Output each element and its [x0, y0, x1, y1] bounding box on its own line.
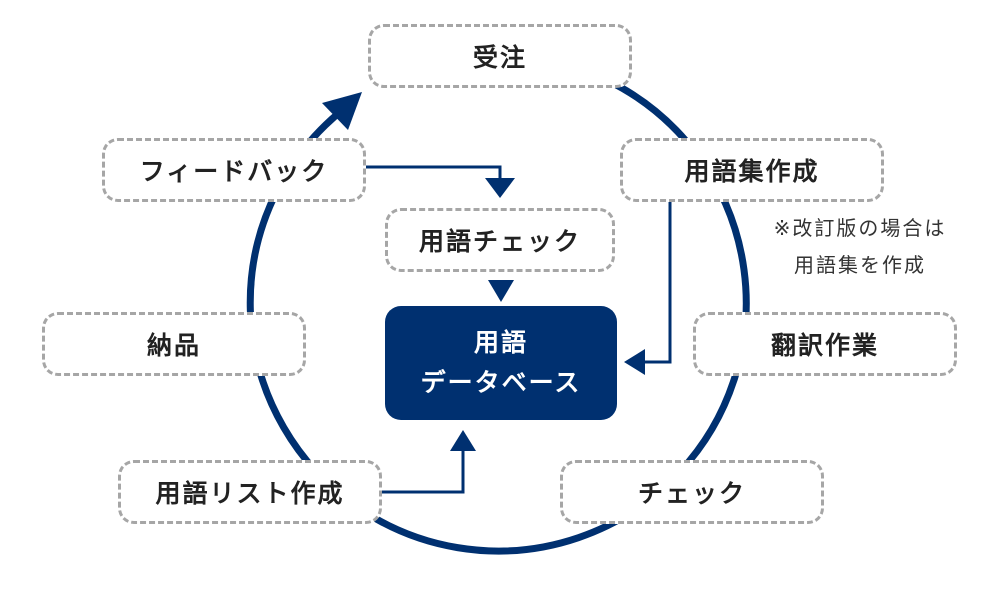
glossary-arrowhead: [624, 349, 645, 375]
step-check: チェック: [560, 460, 824, 524]
step-delivery: 納品: [42, 312, 306, 376]
cycle-arrowhead: [322, 92, 362, 130]
note-line2: 用語集を作成: [794, 253, 926, 277]
note-line1: ※改訂版の場合は: [773, 216, 947, 240]
db-line2: データベース: [420, 368, 582, 397]
term-list-to-db-line: [382, 450, 465, 494]
step-term-list-creation: 用語リスト作成: [118, 460, 382, 524]
feedback-arrowhead: [485, 178, 515, 198]
term-list-arrowhead: [450, 430, 476, 451]
step-feedback: フィードバック: [102, 138, 366, 202]
step-glossary-creation: 用語集作成: [620, 138, 884, 202]
term-check: 用語チェック: [385, 208, 615, 272]
term-check-arrowhead: [488, 280, 514, 302]
revision-note: ※改訂版の場合は 用語集を作成: [755, 210, 965, 284]
term-database: 用語 データベース: [385, 306, 617, 420]
glossary-to-db-line: [645, 202, 672, 364]
step-translation: 翻訳作業: [693, 312, 957, 376]
db-line1: 用語: [473, 328, 528, 357]
feedback-to-term-check-line: [366, 165, 502, 180]
step-order: 受注: [368, 24, 632, 88]
